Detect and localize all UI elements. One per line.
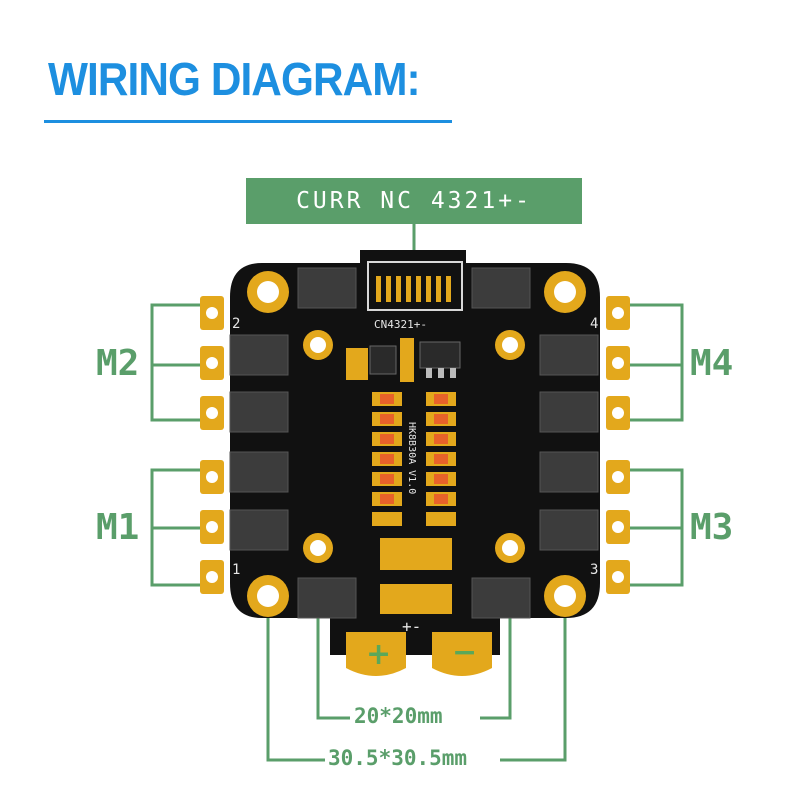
corner-number-2: 2 [232, 316, 240, 332]
resistor-pair [400, 338, 414, 382]
plus-symbol: + [366, 637, 391, 672]
mosfets [229, 267, 599, 619]
diagram-title: WIRING DIAGRAM: [48, 53, 421, 105]
silkscreen: CN4321+- HK8B30A V1.0 2 4 1 3 +- [232, 316, 598, 636]
battery-pad-minus [432, 632, 492, 676]
motor-label-m4: M4 [690, 343, 734, 384]
motor-label-m1: M1 [96, 507, 140, 548]
model-silk: HK8B30A V1.0 [406, 422, 417, 494]
power-pad-gap [380, 572, 452, 582]
capacitor [346, 348, 368, 380]
outer-dim-line-left [266, 596, 325, 762]
mount-holes-inner [303, 330, 525, 563]
connector-silk: CN4321+- [374, 318, 427, 331]
outer-dim-line-right [500, 596, 567, 762]
connector-pins [376, 276, 451, 302]
power-pad-minus-area [380, 584, 452, 614]
ldo-chip [419, 341, 461, 369]
m4-bracket [626, 303, 684, 422]
corner-number-1: 1 [232, 562, 240, 578]
power-silk: +- [402, 617, 421, 636]
regulator-chip [369, 345, 397, 375]
battery-pad-symbols: + − [366, 635, 477, 672]
inner-mount-dimension: 20*20mm [352, 704, 445, 728]
esc-board [200, 250, 630, 676]
resistor-array-right-body [434, 394, 448, 504]
resistor-array-left [372, 392, 402, 526]
resistor-array-left-body [380, 394, 394, 504]
motor-label-m2: M2 [96, 343, 140, 384]
m2-bracket [150, 303, 207, 422]
battery-pad-plus [346, 632, 406, 676]
motor-label-m3: M3 [690, 507, 734, 548]
corner-number-3: 3 [590, 562, 598, 578]
connector-outline [367, 261, 463, 311]
mount-holes-outer [247, 271, 586, 617]
title-underline [44, 120, 452, 123]
power-pad-plus-area [380, 538, 452, 570]
corner-number-4: 4 [590, 316, 598, 332]
outer-mount-dimension: 30.5*30.5mm [326, 746, 470, 770]
motor-pad-holes [206, 307, 624, 583]
connector-pinout-label: CURR NC 4321+- [246, 178, 582, 224]
minus-symbol: − [452, 635, 477, 670]
